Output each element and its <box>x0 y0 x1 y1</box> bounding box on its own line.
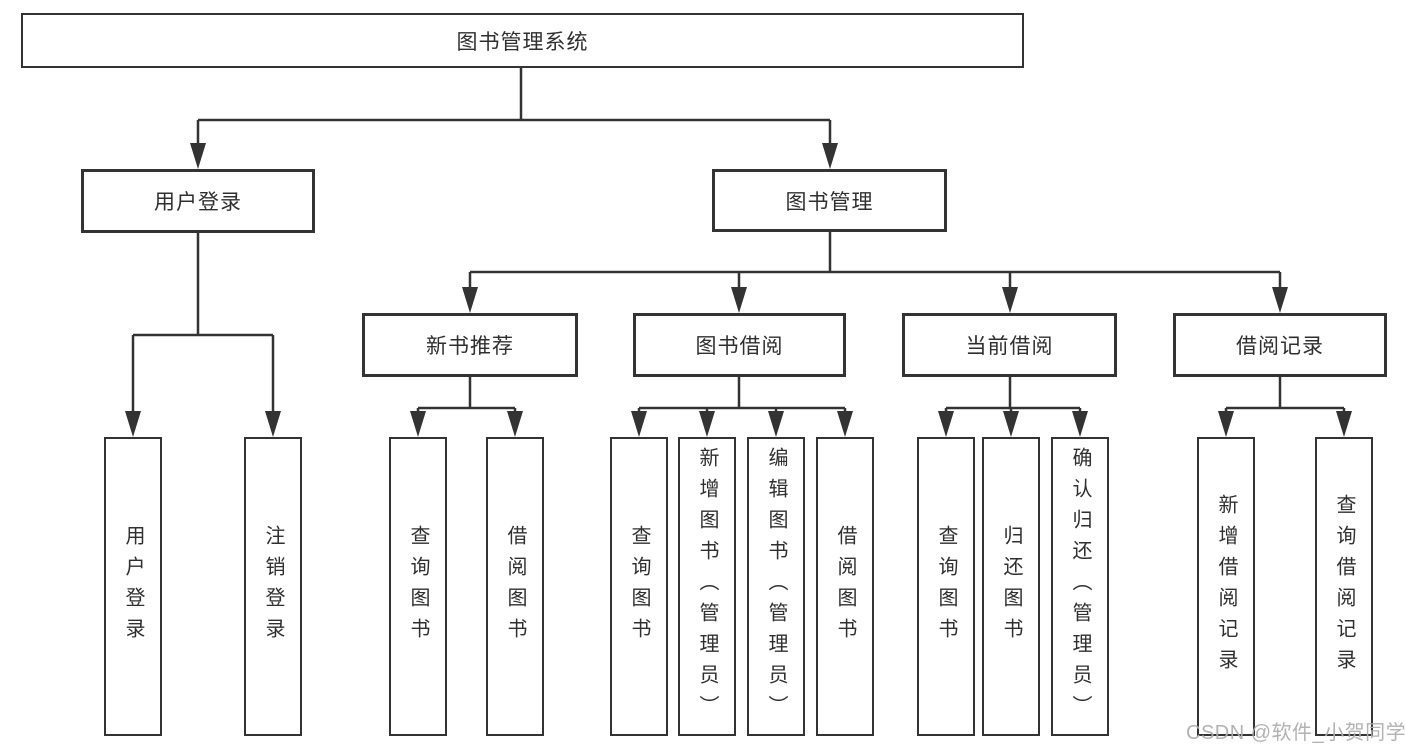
node-leaf-return-books: 归还图书 <box>982 437 1040 736</box>
arrowhead <box>265 411 281 437</box>
node-new-book-recommendation: 新书推荐 <box>362 313 578 377</box>
arrowhead <box>938 411 954 437</box>
node-current-borrowing: 当前借阅 <box>902 313 1117 377</box>
node-label: 当前借阅 <box>965 335 1054 358</box>
node-label: 借阅记录 <box>1236 335 1324 358</box>
arrowhead <box>1336 411 1352 437</box>
arrowhead <box>1218 411 1234 437</box>
arrowhead <box>1003 411 1019 437</box>
arrowhead <box>731 287 747 313</box>
node-label: 图书借阅 <box>695 335 784 358</box>
node-label: 查询图书 <box>935 524 957 649</box>
edge-recommend-to-leaves <box>416 377 517 412</box>
node-leaf-search-books-current: 查询图书 <box>917 437 975 736</box>
node-leaf-logout: 注销登录 <box>244 437 302 736</box>
arrowhead <box>699 411 715 437</box>
node-label: 注销登录 <box>262 524 284 649</box>
arrowhead <box>1072 411 1088 437</box>
node-label: 借阅图书 <box>834 524 856 649</box>
node-label: 查询借阅记录 <box>1333 493 1355 680</box>
node-label: 归还图书 <box>1000 524 1022 649</box>
node-label: 新增图书（管理员） <box>696 447 718 726</box>
arrowhead <box>125 411 141 437</box>
node-label: 用户登录 <box>154 191 242 214</box>
edge-borrow-to-leaves <box>637 377 847 412</box>
node-label: 借阅图书 <box>504 524 526 649</box>
node-leaf-borrow-books: 借阅图书 <box>816 437 874 736</box>
node-label: 查询图书 <box>407 524 429 649</box>
node-label: 用户登录 <box>122 524 144 649</box>
node-label: 新书推荐 <box>426 335 514 358</box>
edge-book-mgmt-to-level3 <box>468 232 1282 288</box>
node-leaf-user-login: 用户登录 <box>104 437 162 736</box>
csdn-watermark: CSDN @软件_小贺同学 <box>1186 722 1405 744</box>
node-leaf-add-borrow-record: 新增借阅记录 <box>1197 437 1255 736</box>
edge-records-to-leaves <box>1224 377 1346 412</box>
node-leaf-search-borrow-record: 查询借阅记录 <box>1315 437 1373 736</box>
arrowhead <box>410 411 426 437</box>
edge-user-login-to-leaves <box>131 233 275 412</box>
node-label: 新增借阅记录 <box>1215 493 1237 680</box>
node-leaf-confirm-return-admin: 确认归还（管理员） <box>1051 437 1109 736</box>
arrowhead <box>837 411 853 437</box>
arrowhead <box>768 411 784 437</box>
node-label: 确认归还（管理员） <box>1069 447 1091 726</box>
node-label: 查询图书 <box>628 524 650 649</box>
arrowheads <box>125 143 1352 437</box>
arrowhead <box>507 411 523 437</box>
arrowhead <box>462 287 478 313</box>
arrowhead <box>1272 287 1288 313</box>
node-leaf-borrow-books-recommend: 借阅图书 <box>486 437 544 736</box>
edge-root-to-level2 <box>196 68 832 144</box>
node-leaf-search-books-borrow: 查询图书 <box>610 437 668 736</box>
arrowhead <box>631 411 647 437</box>
arrowhead <box>190 143 206 169</box>
node-leaf-edit-books-admin: 编辑图书（管理员） <box>747 437 805 736</box>
arrowhead <box>822 143 838 169</box>
node-book-borrowing: 图书借阅 <box>633 313 846 377</box>
edge-current-to-leaves <box>944 377 1082 412</box>
node-library-management-system: 图书管理系统 <box>21 13 1024 68</box>
arrowhead <box>1002 287 1018 313</box>
node-user-login: 用户登录 <box>81 169 315 233</box>
node-label: 图书管理系统 <box>456 30 589 54</box>
node-label: 图书管理 <box>785 190 874 214</box>
node-leaf-add-books-admin: 新增图书（管理员） <box>678 437 736 736</box>
node-borrowing-records: 借阅记录 <box>1173 313 1387 377</box>
node-book-management: 图书管理 <box>712 169 947 232</box>
node-leaf-search-books-recommend: 查询图书 <box>389 437 447 736</box>
node-label: 编辑图书（管理员） <box>765 447 787 726</box>
